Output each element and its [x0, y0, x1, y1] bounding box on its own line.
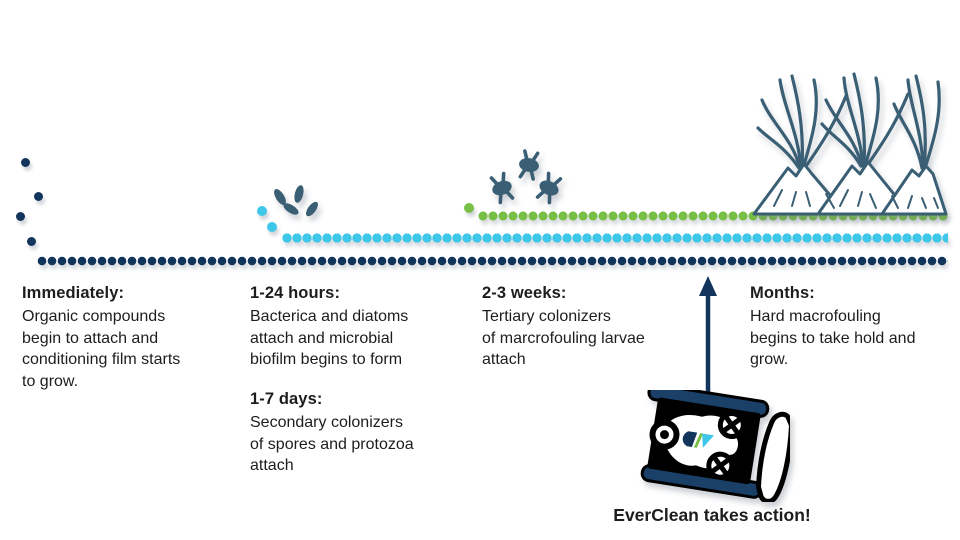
- stage-heading: 1-7 days:: [250, 390, 323, 408]
- conditioning-film-dot-row: [37, 256, 948, 266]
- scatter-dot: [257, 206, 267, 216]
- stage-body: Bacterica and diatoms attach and microbi…: [250, 308, 409, 368]
- scatter-dot: [21, 158, 30, 167]
- stage-body: Organic compounds begin to attach and co…: [22, 308, 181, 390]
- stage-body: Hard macrofouling begins to take hold an…: [750, 308, 916, 368]
- scatter-dot: [464, 203, 474, 213]
- stage-body: Tertiary colonizers of marcrofouling lar…: [482, 308, 645, 368]
- stage-body: Secondary colonizers of spores and proto…: [250, 414, 414, 474]
- stage-1-24-hours: 1-24 hours: Bacterica and diatoms attach…: [250, 284, 465, 371]
- scatter-dot: [16, 212, 25, 221]
- stage-heading: 2-3 weeks:: [482, 284, 567, 302]
- everclean-robot-icon: [640, 390, 790, 502]
- stage-2-3-weeks: 2-3 weeks: Tertiary colonizers of marcro…: [482, 284, 697, 371]
- everclean-action-label: EverClean takes action!: [613, 505, 811, 525]
- stage-1-7-days: 1-7 days: Secondary colonizers of spores…: [250, 390, 465, 477]
- scatter-dot: [267, 222, 277, 232]
- bacteria-diatoms-icon: [274, 185, 318, 217]
- colonizer-dot-row: [478, 211, 948, 221]
- stage-heading: 1-24 hours:: [250, 284, 341, 302]
- scatter-dot: [27, 237, 36, 246]
- macrofouling-larvae-icon: [486, 148, 566, 206]
- stage-heading: Months:: [750, 284, 815, 302]
- up-arrow-icon: [699, 276, 717, 394]
- hard-macrofouling-icon: [752, 72, 948, 216]
- scatter-dot: [34, 192, 43, 201]
- stage-months: Months: Hard macrofouling begins to take…: [750, 284, 960, 371]
- stage-heading: Immediately:: [22, 284, 125, 302]
- stage-immediately: Immediately: Organic compounds begin to …: [22, 284, 237, 392]
- biofilm-dot-row: [282, 233, 948, 243]
